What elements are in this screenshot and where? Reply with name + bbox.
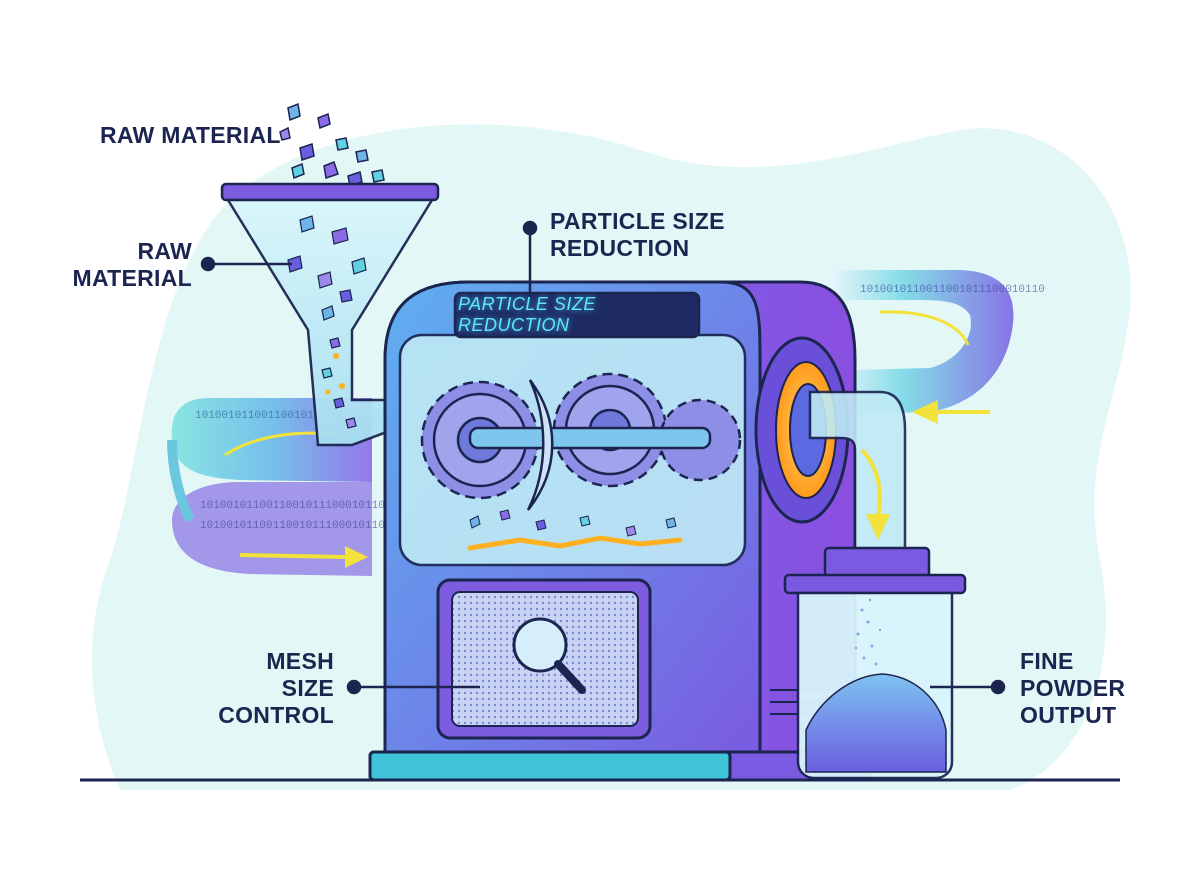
grinding-gears (420, 372, 742, 511)
label-mesh-line-3: CONTROL (218, 702, 334, 728)
hopper-funnel (220, 182, 440, 447)
pipe-flow-arrow-head (866, 514, 890, 540)
right-data-ribbon: 1010010110011001011100010110 (830, 270, 1045, 424)
left-binary-text-3: 1010010110011001011100010110 (200, 520, 385, 532)
falling-particles (279, 102, 385, 195)
label-fpo-line-3: OUTPUT (1020, 702, 1117, 728)
label-fine-powder-output: FINE POWDER OUTPUT (1020, 648, 1125, 729)
callout-leaders (200, 220, 1006, 695)
left-binary-text-2: 1010010110011001011100010110 (200, 500, 385, 512)
label-psr-line-2: REDUCTION (550, 235, 690, 261)
label-mesh-line-1: MESH (266, 648, 334, 674)
label-fpo-line-2: POWDER (1020, 675, 1126, 701)
label-mesh-size-control: MESH SIZE CONTROL (200, 648, 334, 729)
label-particle-size-reduction: PARTICLE SIZE REDUCTION (550, 208, 725, 262)
label-raw-material-side: RAW MATERIAL (70, 238, 192, 292)
label-mesh-line-2: SIZE (281, 675, 334, 701)
right-flow-arrow-head (912, 400, 938, 424)
magnifier-icon (512, 617, 586, 694)
crushed-particles (469, 509, 677, 537)
label-psr-line-1: PARTICLE SIZE (550, 208, 725, 234)
grinder-machine (368, 280, 872, 782)
glowing-debris (467, 535, 683, 551)
left-data-ribbon: 1010010110011001011100010110 10100101100… (167, 398, 385, 576)
display-panel-text: PARTICLE SIZE REDUCTION (458, 294, 596, 335)
right-binary-text: 1010010110011001011100010110 (860, 284, 1045, 296)
right-flow-arrow-top (879, 310, 970, 346)
fine-powder-pile (805, 673, 947, 773)
output-jar (783, 546, 967, 780)
label-raw-material-side-line-1: RAW (137, 238, 192, 264)
display-panel (453, 291, 701, 339)
left-flow-arrow (239, 553, 346, 559)
label-raw-material-side-line-2: MATERIAL (72, 265, 192, 291)
pipe-flow-arrow (860, 448, 882, 521)
label-raw-material-top: RAW MATERIAL (100, 122, 281, 148)
label-fpo-line-1: FINE (1020, 648, 1074, 674)
left-flow-arrow-head (345, 546, 368, 568)
